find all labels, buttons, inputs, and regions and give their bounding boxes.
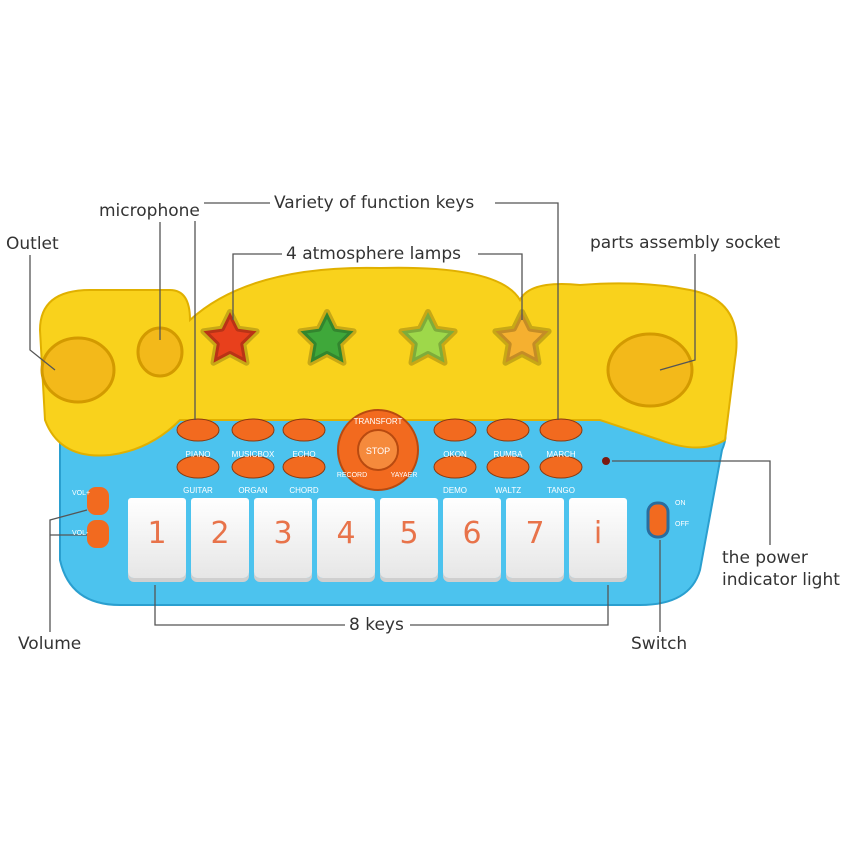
switch-off-label: OFF [675,521,689,528]
function-button-label: RUMBA [493,450,523,459]
key-number: 3 [273,516,293,551]
label-assembly-socket: parts assembly socket [586,233,785,253]
label-atmosphere-lamps: 4 atmosphere lamps [282,244,465,264]
label-outlet: Outlet [2,234,63,254]
function-button-echo[interactable] [282,418,326,442]
function-button-label: MARCH [546,450,576,459]
piano-key[interactable]: 5 [380,498,438,578]
label-switch: Switch [627,634,692,654]
function-button-march[interactable] [539,418,583,442]
vol-down-label: VOL- [72,530,89,537]
function-button-label: WALTZ [494,486,522,495]
label-keys: 8 keys [345,615,408,635]
piano-key[interactable]: 7 [506,498,564,578]
function-button-waltz[interactable] [486,455,530,479]
function-button-organ[interactable] [231,455,275,479]
piano-key[interactable]: i [569,498,627,578]
yayaer-label: YAYAER [390,472,418,479]
function-button-piano[interactable] [176,418,220,442]
atmosphere-lamp [398,309,458,366]
label-function-keys: Variety of function keys [270,193,479,213]
function-button-guitar[interactable] [176,455,220,479]
label-power-light-2: indicator light [718,570,844,590]
piano-key[interactable]: 6 [443,498,501,578]
function-button-label: DEMO [443,486,467,495]
stop-label: STOP [365,446,391,456]
key-number: i [593,516,603,551]
function-button-rumba[interactable] [486,418,530,442]
transfort-label: TRANSFORT [353,417,403,426]
function-button-demo[interactable] [433,455,477,479]
function-button-tango[interactable] [539,455,583,479]
function-button-label: ORGAN [238,486,268,495]
function-button-label: ECHO [292,450,316,459]
key-number: 7 [525,516,545,551]
atmosphere-lamp [297,309,357,366]
function-button-label: TANGO [547,486,575,495]
record-label: RECORD [336,472,368,479]
assembly-socket [606,332,694,408]
key-number: 2 [210,516,230,551]
power-indicator-light [602,457,610,465]
vol-up-label: VOL+ [72,490,91,497]
atmosphere-lamp [492,309,552,366]
function-button-label: CHORD [289,486,319,495]
function-button-label: MUSICBOX [231,450,275,459]
key-number: 4 [336,516,356,551]
function-button-okon[interactable] [433,418,477,442]
switch-on-label: ON [675,500,686,507]
piano-key[interactable]: 1 [128,498,186,578]
piano-key[interactable]: 3 [254,498,312,578]
function-button-label: OKON [443,450,467,459]
keyboard-top-panel [38,266,738,457]
function-button-label: PIANO [185,450,211,459]
key-number: 5 [399,516,419,551]
piano-key[interactable]: 2 [191,498,249,578]
function-button-label: GUITAR [183,486,213,495]
key-number: 1 [147,516,167,551]
volume-up-button [87,487,109,515]
atmosphere-lamp [200,309,260,366]
label-power-light-1: the power [718,548,812,568]
outlet-hole [40,336,116,404]
function-button-chord[interactable] [282,455,326,479]
key-number: 6 [462,516,482,551]
label-volume: Volume [14,634,86,654]
function-button-musicbox[interactable] [231,418,275,442]
power-switch [646,501,670,539]
stop-button [357,429,399,471]
volume-down-button [87,520,109,548]
label-microphone: microphone [95,201,204,221]
piano-key[interactable]: 4 [317,498,375,578]
